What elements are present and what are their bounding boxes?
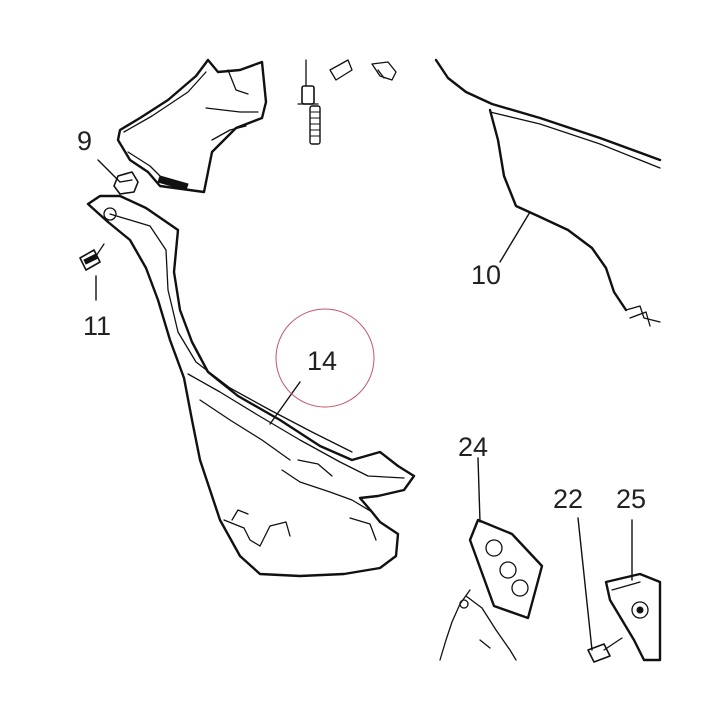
upper-fairing-bracket: [116, 58, 268, 194]
side-fairing-panel: [434, 58, 662, 327]
callout-22: 22: [553, 484, 583, 514]
clip-nut-icon: [113, 171, 139, 195]
callout-11: 11: [83, 311, 111, 341]
reflector-plate: [468, 518, 544, 620]
mount-bracket: [604, 572, 662, 662]
lower-bracket: [439, 589, 517, 661]
callout-25: 25: [616, 484, 646, 514]
screw-icon: [79, 243, 105, 271]
leader-lines: [95, 159, 633, 651]
callout-24: 24: [458, 432, 488, 462]
callout-14: 14: [307, 346, 337, 376]
inner-fairing-panel: [86, 194, 416, 578]
bolt-icon: [297, 59, 321, 145]
callout-9: 9: [77, 126, 92, 156]
callout-10: 10: [471, 260, 501, 290]
highlight-circle: [275, 308, 375, 408]
top-clips: [329, 59, 397, 81]
screw-icon-22: [587, 637, 623, 663]
